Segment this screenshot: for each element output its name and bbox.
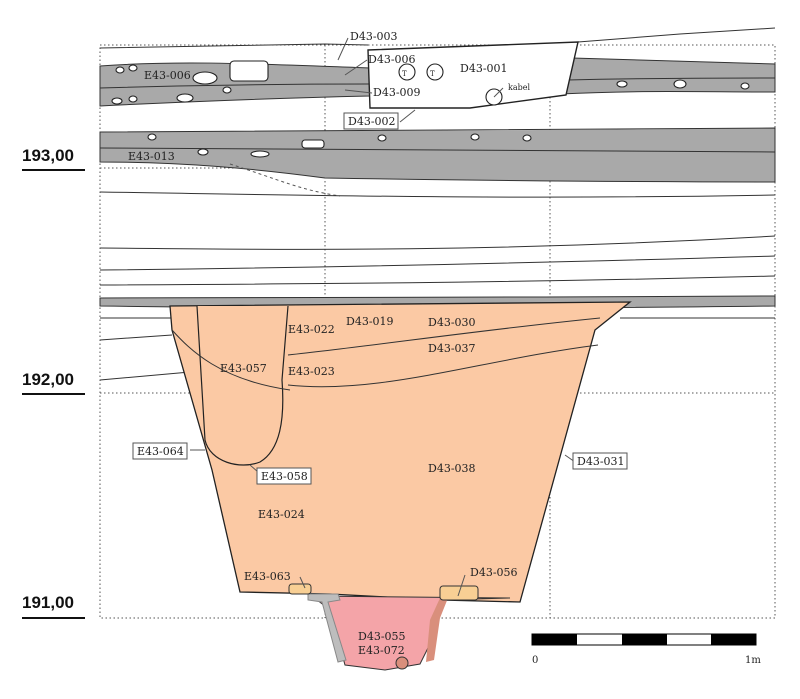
label-d43-056: D43-056 xyxy=(470,566,518,579)
label-t2: T xyxy=(430,70,435,78)
label-d43-031: D43-031 xyxy=(577,455,625,468)
stones xyxy=(111,60,750,105)
label-d43-037: D43-037 xyxy=(428,342,476,355)
label-d43-002: D43-002 xyxy=(348,115,396,128)
label-e43-023: E43-023 xyxy=(288,365,335,378)
label-e43-064: E43-064 xyxy=(137,445,184,458)
label-e43-063: E43-063 xyxy=(244,570,291,583)
label-d43-009: D43-009 xyxy=(373,86,421,99)
cut-d43-001 xyxy=(367,41,579,109)
pit-e43-057 xyxy=(196,305,289,466)
layer-right-band xyxy=(559,57,776,95)
label-d43-001: D43-001 xyxy=(460,62,508,75)
stones xyxy=(147,133,532,158)
label-e43-022: E43-022 xyxy=(288,323,335,336)
leaders xyxy=(132,37,628,597)
tile-marker xyxy=(398,63,416,81)
elevation-193: 193,00 xyxy=(22,146,74,165)
label-d43-038: D43-038 xyxy=(428,462,476,475)
label-e43-072: E43-072 xyxy=(358,644,405,657)
label-e43-024: E43-024 xyxy=(258,508,305,521)
elevation-191: 191,00 xyxy=(22,593,74,612)
label-kabel: kabel xyxy=(508,83,530,92)
label-d43-055: D43-055 xyxy=(358,630,406,643)
layer-lines xyxy=(99,191,776,381)
scale-start: 0 xyxy=(532,655,538,666)
scale-end: 1m xyxy=(745,655,761,666)
scale-bar: 0 1m xyxy=(531,633,761,666)
label-t1: T xyxy=(402,70,407,78)
elevation-labels: 193,00 192,00 191,00 xyxy=(22,146,85,619)
label-e43-013: E43-013 xyxy=(128,150,175,163)
label-d43-003: D43-003 xyxy=(350,30,398,43)
elevation-192: 192,00 xyxy=(22,370,74,389)
pipe xyxy=(307,593,347,663)
label-d43-030: D43-030 xyxy=(428,316,476,329)
label-d43-006: D43-006 xyxy=(368,53,416,66)
tile-marker xyxy=(426,63,444,81)
label-e43-058: E43-058 xyxy=(261,470,308,483)
label-d43-019: D43-019 xyxy=(346,315,394,328)
stone-e43-063 xyxy=(288,583,312,595)
lining xyxy=(426,598,448,662)
layer-e43-013 xyxy=(99,127,776,183)
label-e43-006: E43-006 xyxy=(144,69,191,82)
label-e43-057: E43-057 xyxy=(220,362,267,375)
surface-line xyxy=(99,27,776,49)
